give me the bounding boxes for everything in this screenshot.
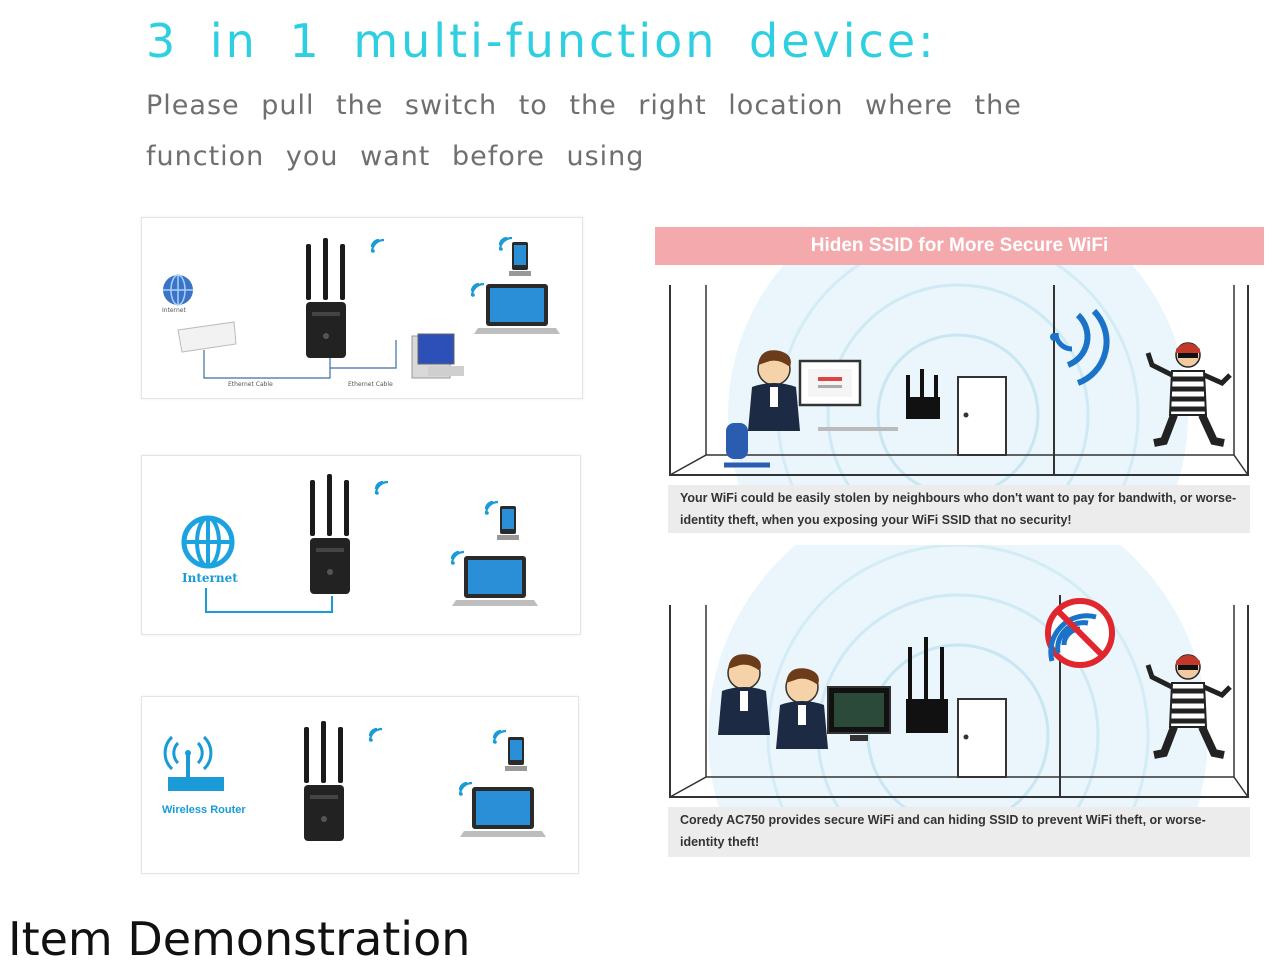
scene-secured — [668, 485, 1250, 967]
item-demonstration-heading: Item Demonstration — [8, 912, 471, 966]
laptop-icon — [474, 284, 560, 334]
globe-icon — [181, 515, 235, 569]
extender-icon — [906, 637, 948, 733]
desktop-pc-icon — [798, 359, 898, 431]
wifi-signal-icon — [492, 729, 508, 745]
mode-1-diagram: Internet Ethernet Cable Ethernet Cable — [162, 236, 560, 388]
extender-icon — [304, 721, 344, 841]
mode-panel-1: Internet Ethernet Cable Ethernet Cable — [141, 217, 583, 399]
scene-unsecured-caption: Your WiFi could be easily stolen by neig… — [668, 485, 1250, 533]
wifi-signal-icon — [374, 480, 390, 496]
wifi-signal-icon — [450, 550, 466, 566]
page-title: 3 in 1 multi-function device: — [146, 14, 937, 68]
wifi-signal-icon — [1050, 308, 1110, 386]
security-banner: Hiden SSID for More Secure WiFi — [655, 227, 1264, 265]
laptop-icon — [452, 556, 538, 606]
wifi-signal-icon — [458, 781, 474, 797]
mode-3-diagram: Wireless Router — [162, 721, 546, 841]
ethernet-label-1: Ethernet Cable — [228, 381, 273, 388]
mode-panel-3: Wireless Router — [141, 696, 579, 874]
ethernet-label-2: Ethernet Cable — [348, 381, 393, 388]
router-icon — [177, 321, 237, 353]
smartphone-icon — [509, 242, 531, 276]
desktop-pc-icon — [411, 333, 464, 379]
wifi-signal-icon — [498, 236, 514, 252]
wifi-signal-icon — [368, 727, 384, 743]
internet-label: Internet — [162, 307, 186, 314]
extender-icon — [310, 474, 350, 594]
globe-icon — [163, 274, 193, 306]
wifi-router-icon — [163, 735, 224, 791]
laptop-icon — [460, 787, 546, 837]
wifi-signal-icon — [370, 238, 386, 254]
mode-panel-2: Internet — [141, 455, 581, 635]
no-wifi-icon — [1045, 598, 1115, 668]
mode-2-diagram: Internet — [181, 474, 538, 613]
wifi-signal-icon — [470, 282, 486, 298]
smartphone-icon — [505, 737, 527, 771]
scene-unsecured — [668, 185, 1250, 645]
internet-label: Internet — [182, 571, 238, 585]
desktop-pc-icon — [827, 686, 891, 741]
smartphone-icon — [497, 506, 519, 540]
extender-icon — [306, 238, 346, 358]
scene-secured-caption: Coredy AC750 provides secure WiFi and ca… — [668, 807, 1250, 857]
extender-icon — [906, 369, 940, 419]
office-chair-icon — [724, 423, 770, 468]
wifi-signal-icon — [484, 500, 500, 516]
instructions-text: Please pull the switch to the right loca… — [146, 90, 1022, 172]
wireless-router-label: Wireless Router — [162, 804, 246, 816]
